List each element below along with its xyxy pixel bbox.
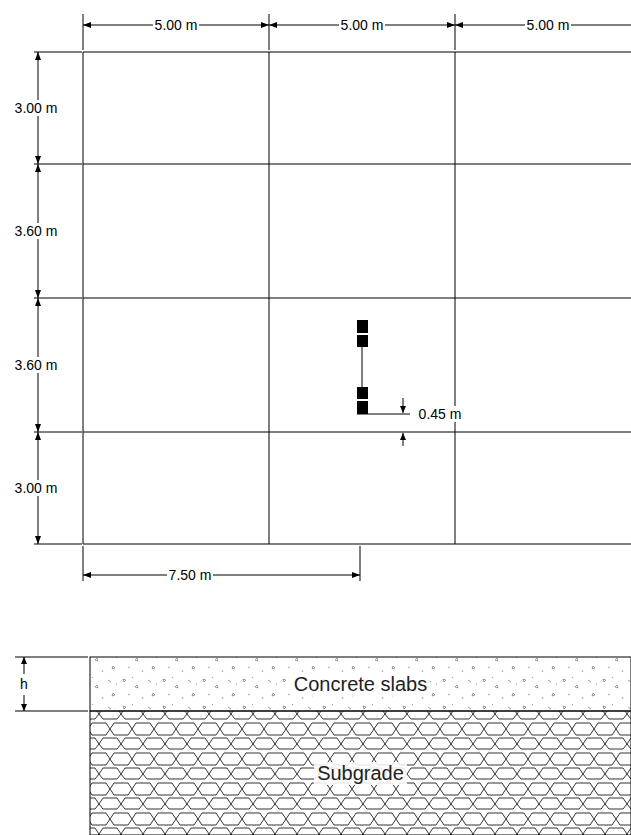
subgrade-layer: Subgrade bbox=[90, 711, 631, 835]
concrete-layer: Concrete slabs bbox=[90, 657, 631, 711]
dimension-label: 0.45 m bbox=[417, 406, 464, 422]
dimension-label: h bbox=[18, 676, 30, 692]
dimension-label: 5.00 m bbox=[525, 17, 572, 33]
dimension-label: 3.00 m bbox=[13, 100, 60, 116]
layer-label: Subgrade bbox=[314, 762, 407, 785]
dimension-label: 7.50 m bbox=[167, 567, 214, 583]
layer-label: Concrete slabs bbox=[291, 673, 430, 696]
dimension-label: 5.00 m bbox=[153, 17, 200, 33]
dimension-label: 3.00 m bbox=[13, 480, 60, 496]
dimension-label: 3.60 m bbox=[13, 223, 60, 239]
dimension-label: 3.60 m bbox=[13, 357, 60, 373]
dimension-label: 5.00 m bbox=[339, 17, 386, 33]
